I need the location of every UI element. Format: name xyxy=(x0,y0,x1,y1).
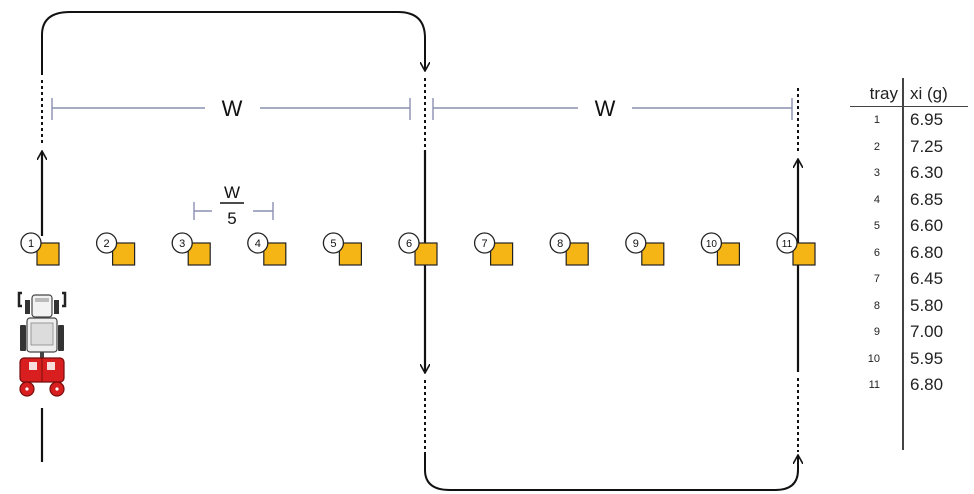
tray-mass-cell: 5.95 xyxy=(910,348,944,368)
tray-number-cell: 10 xyxy=(867,352,880,365)
tray-number-cell: 11 xyxy=(868,379,880,392)
tray-mass-cell: 5.80 xyxy=(910,295,944,315)
dimension-w-right xyxy=(432,98,793,120)
tray-mass-cell: 7.25 xyxy=(910,136,944,156)
tray-7: 7 xyxy=(473,232,514,266)
tray-number-label: 1 xyxy=(28,238,34,250)
tray-mass-cell: 7.00 xyxy=(910,322,944,342)
tray-mass-cell: 6.45 xyxy=(910,269,944,289)
table-header: tray xi (g) xyxy=(850,78,968,107)
dimension-w-left xyxy=(51,98,411,120)
table-vertical-rule xyxy=(902,78,904,450)
tray-number-label: 7 xyxy=(482,238,488,250)
bottom-turn-path xyxy=(424,455,798,491)
tray-number-cell: 6 xyxy=(873,246,880,259)
tray-number-cell: 5 xyxy=(873,220,880,233)
header-tray: tray xyxy=(869,84,898,103)
tray-number-cell: 9 xyxy=(873,326,880,339)
tray-number-label: 2 xyxy=(104,238,110,250)
label-w-left: W xyxy=(222,96,243,121)
tray-mass-cell: 6.85 xyxy=(910,189,944,209)
tray-square xyxy=(490,242,514,266)
tray-number-badge xyxy=(776,232,798,254)
tray-number-label: 9 xyxy=(633,238,639,250)
tray-number-label: 6 xyxy=(406,238,412,250)
tray-number-label: 11 xyxy=(782,239,793,250)
label-w5-numerator: W xyxy=(224,183,240,202)
tray-5: 5 xyxy=(322,232,362,266)
tray-row: 1 2 3 4 5 6 7 8 9 10 11 xyxy=(20,232,816,266)
tray-2: 2 xyxy=(95,232,136,266)
tray-6: 6 xyxy=(398,232,438,266)
tray-number-label: 5 xyxy=(330,238,336,250)
tray-number-cell: 3 xyxy=(873,167,880,180)
tray-number-badge xyxy=(247,232,269,254)
tray-number-badge xyxy=(700,232,723,254)
tray-number-badge xyxy=(549,232,571,254)
header-xi: xi (g) xyxy=(910,84,948,103)
tray-number-badge xyxy=(95,232,118,254)
tray-number-label: 3 xyxy=(179,238,185,250)
tray-number-label: 8 xyxy=(557,238,563,250)
tray-1: 1 xyxy=(20,232,60,266)
tray-square xyxy=(187,242,211,266)
tray-9: 9 xyxy=(625,232,665,266)
tray-square xyxy=(414,242,438,266)
tray-square xyxy=(263,242,287,266)
tray-number-badge xyxy=(171,232,193,254)
tray-square xyxy=(792,242,816,266)
tray-number-badge xyxy=(20,232,42,254)
tractor-icon xyxy=(17,291,67,397)
tray-number-badge xyxy=(322,232,345,254)
tray-number-label: 4 xyxy=(255,238,261,250)
tray-mass-cell: 6.80 xyxy=(910,242,944,262)
tray-square xyxy=(111,242,136,266)
label-w-right: W xyxy=(595,96,616,121)
tray-number-badge xyxy=(625,232,647,254)
dimension-w5 xyxy=(193,202,274,220)
tray-number-cell: 4 xyxy=(873,193,880,206)
tray-square xyxy=(565,242,589,266)
tray-number-cell: 7 xyxy=(873,273,880,286)
tray-number-label: 10 xyxy=(706,239,718,250)
tray-mass-cell: 6.95 xyxy=(910,110,944,130)
tray-mass-cell: 6.60 xyxy=(910,216,944,236)
top-turn-path xyxy=(41,11,425,75)
tray-square xyxy=(36,242,60,266)
tray-mass-cell: 6.30 xyxy=(910,163,944,183)
tray-11: 11 xyxy=(776,232,816,266)
tray-number-badge xyxy=(473,232,496,254)
tray-number-badge xyxy=(398,232,420,254)
tray-number-cell: 8 xyxy=(873,299,880,312)
tray-square xyxy=(641,242,665,266)
tray-number-cell: 2 xyxy=(873,140,880,153)
tray-square xyxy=(338,242,362,266)
tray-10: 10 xyxy=(700,232,741,266)
tray-square xyxy=(716,242,741,266)
tray-4: 4 xyxy=(247,232,287,266)
tray-8: 8 xyxy=(549,232,589,266)
label-w5-denominator: 5 xyxy=(227,209,236,228)
tray-number-cell: 1 xyxy=(873,114,880,127)
tray-mass-cell: 6.80 xyxy=(910,375,944,395)
tray-3: 3 xyxy=(171,232,211,266)
